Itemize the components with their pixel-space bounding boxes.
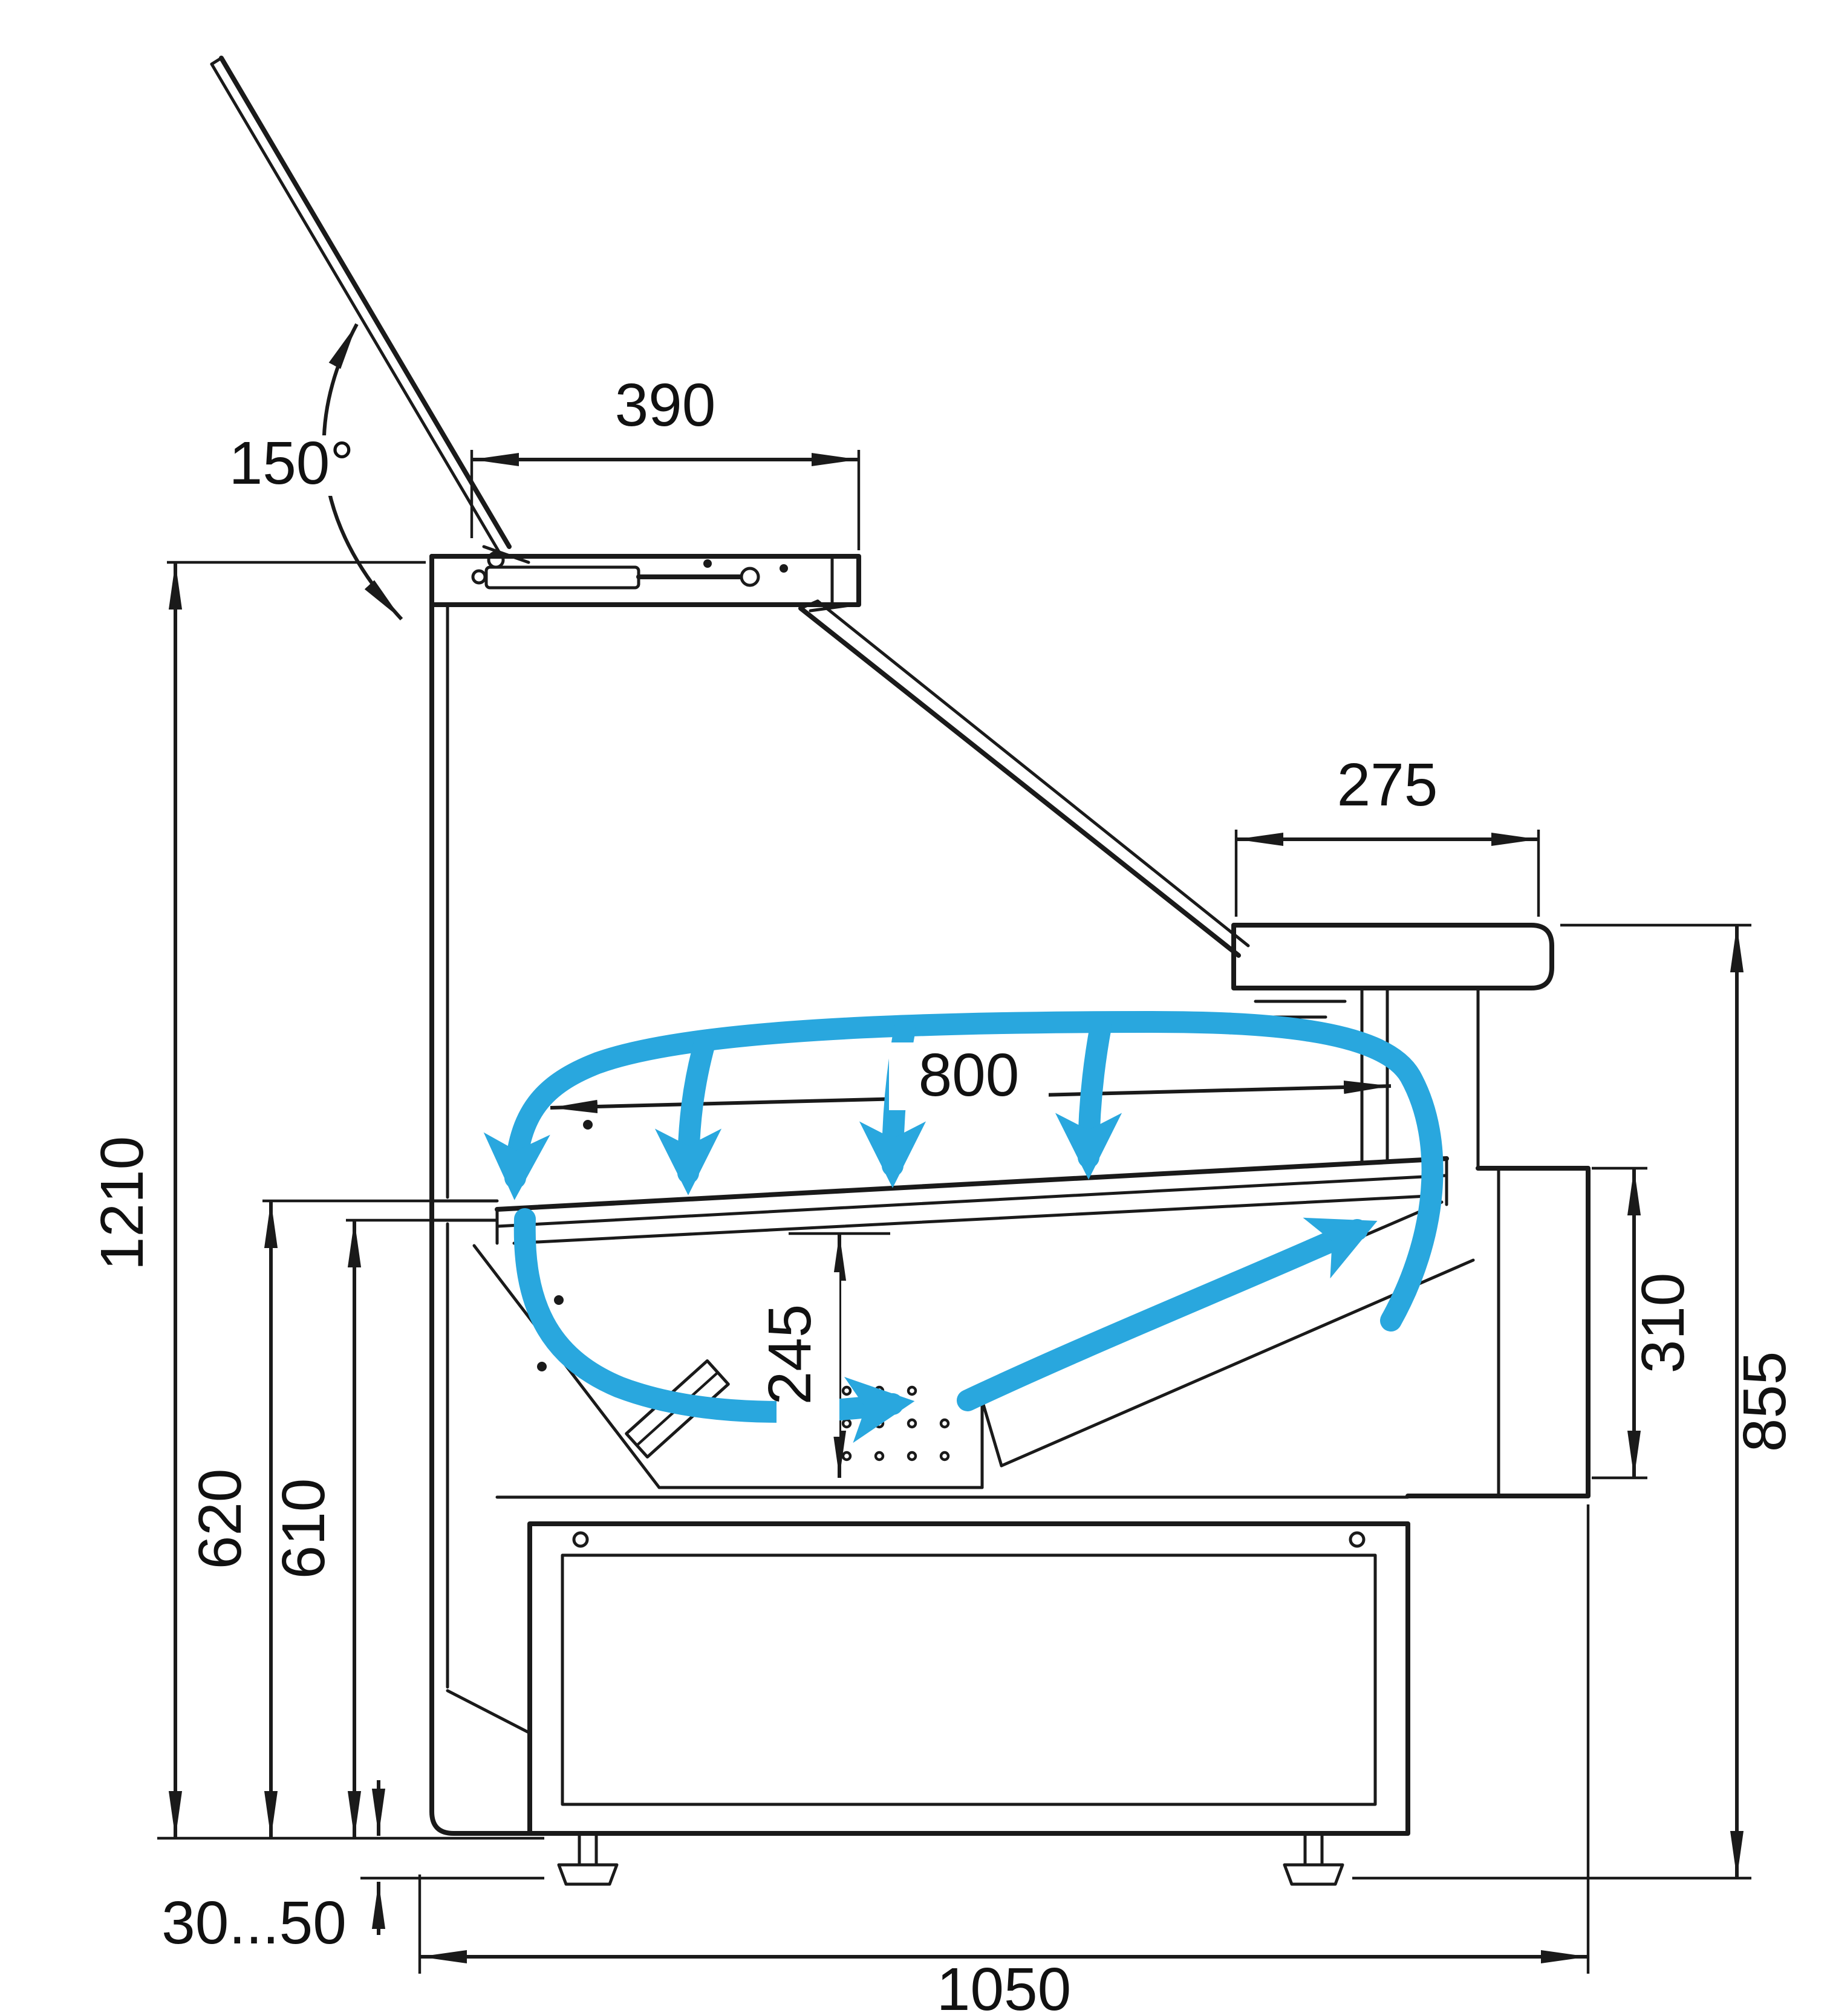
airflow-branch-1	[654, 1030, 722, 1195]
display-deck	[495, 1120, 1449, 1245]
lid-angle-label: 150°	[229, 429, 354, 497]
airflow-duct-rise	[957, 1217, 1378, 1411]
dim-1210: 1210	[88, 561, 426, 1838]
dim-855: 855	[1560, 923, 1799, 1878]
dim-620-label: 620	[186, 1469, 254, 1570]
dim-1050: 1050	[418, 1504, 1590, 2016]
dim-620: 620	[186, 1199, 429, 1838]
base-unit	[495, 1495, 1410, 1886]
reference-lines	[157, 1836, 1751, 1880]
screw-dot	[583, 1120, 593, 1130]
dim-30-50: 30...50	[161, 1780, 386, 1957]
dimensions: 150° 390 275 1210 620 610	[88, 323, 1799, 2016]
case-left-wall	[429, 554, 532, 1836]
dim-1050-label: 1050	[937, 1956, 1071, 2016]
right-side-structure	[1360, 986, 1591, 1498]
counter-top	[1231, 923, 1554, 1019]
dim-1210-label: 1210	[88, 1136, 156, 1270]
screw-dot	[780, 564, 788, 573]
dim-800-label: 800	[919, 1041, 1020, 1109]
canopy	[429, 554, 861, 607]
dim-855-label: 855	[1731, 1351, 1799, 1452]
gas-strut	[471, 565, 760, 590]
screw-dot	[554, 1295, 564, 1305]
dim-610-label: 610	[270, 1478, 337, 1579]
front-glass-slope	[798, 599, 1250, 958]
screw-dot	[537, 1362, 547, 1371]
dim-245-label: 245	[756, 1304, 824, 1405]
dim-310-label: 310	[1629, 1273, 1697, 1374]
dim-275: 275	[1234, 751, 1540, 917]
adjustable-foot-left	[557, 1832, 619, 1886]
dim-275-label: 275	[1337, 751, 1438, 819]
dim-150deg: 150°	[218, 323, 403, 621]
overlay-labels: 800 245	[756, 1041, 1049, 1437]
screw-dot	[703, 559, 712, 568]
dim-30-50-label: 30...50	[161, 1889, 347, 1957]
dim-390: 390	[470, 371, 861, 550]
dim-310: 310	[1592, 1166, 1697, 1480]
dim-390-label: 390	[615, 371, 716, 439]
adjustable-foot-right	[1283, 1832, 1344, 1886]
airflow-branch-3	[1055, 1016, 1122, 1180]
dim-610: 610	[270, 1218, 429, 1838]
